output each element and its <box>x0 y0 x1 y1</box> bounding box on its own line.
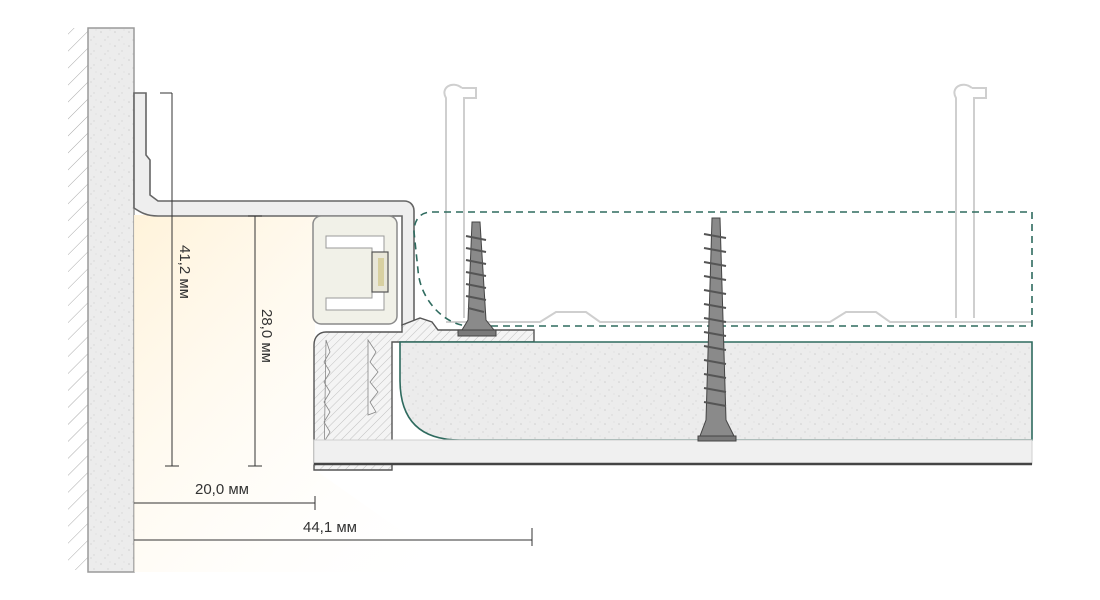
profile-teeth-2 <box>367 338 379 416</box>
finish-layer <box>313 439 1033 465</box>
light-glow <box>134 215 460 572</box>
dim-width-total: 44,1 мм <box>303 519 357 536</box>
frame-channel-right <box>953 83 987 318</box>
wall <box>87 27 135 573</box>
frame-channel-left <box>443 83 477 318</box>
wall-hatch <box>68 28 90 570</box>
frame-base <box>446 311 1032 323</box>
dim-height-total: 41,2 мм <box>176 245 193 299</box>
dim-width-inner: 20,0 мм <box>195 481 249 498</box>
screw-icon <box>697 217 737 442</box>
dim-height-inner: 28,0 мм <box>258 309 275 363</box>
upper-profile <box>133 92 415 326</box>
dimension-lines <box>134 92 533 546</box>
screw-icon <box>457 221 497 337</box>
led-strip-icon <box>312 215 398 325</box>
